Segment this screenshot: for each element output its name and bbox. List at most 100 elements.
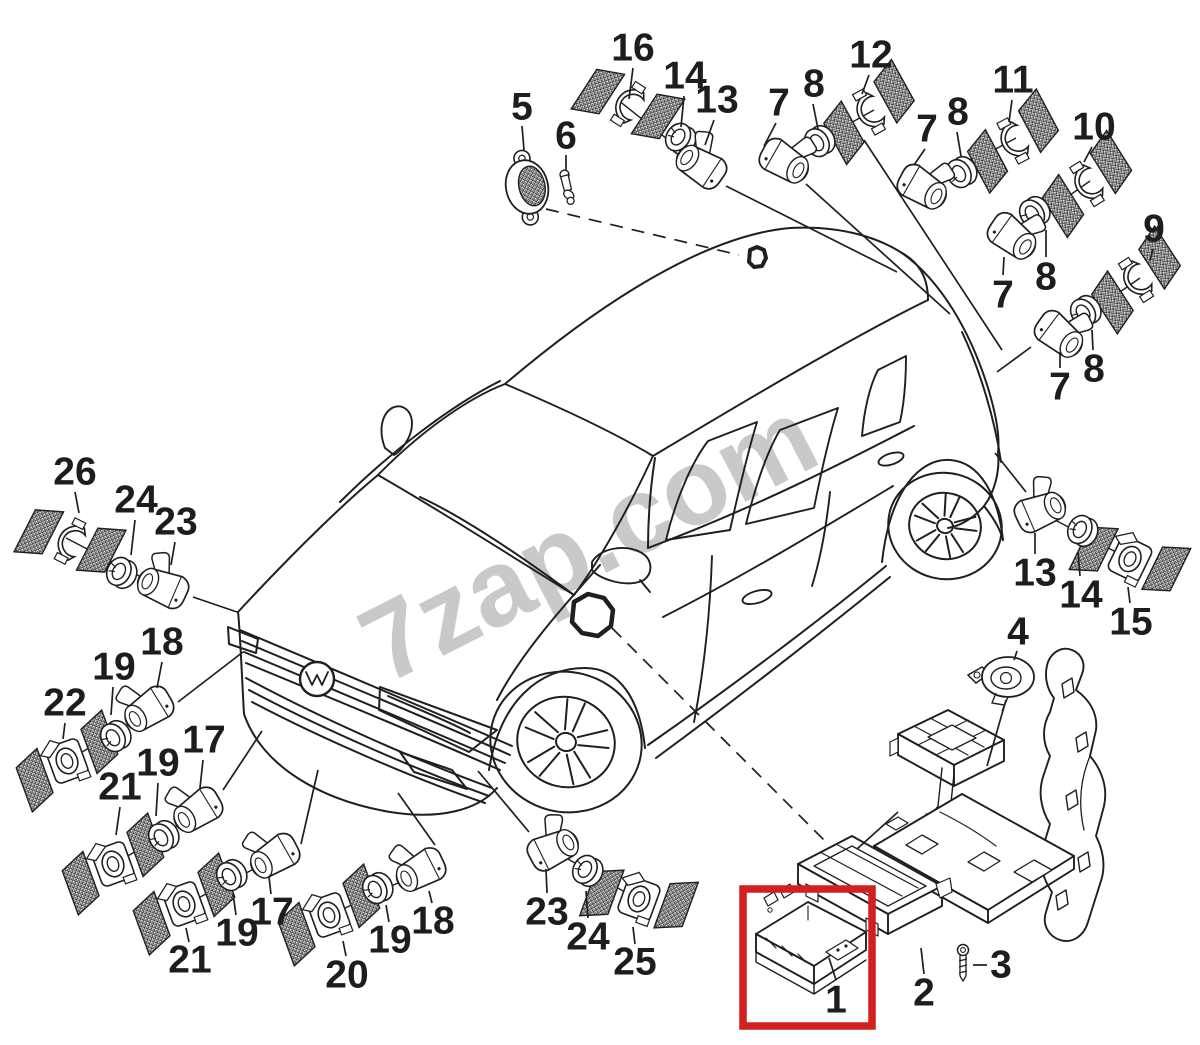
part-number-text: 8	[1035, 256, 1057, 299]
part-14-seal	[664, 122, 697, 156]
label-leader-line	[585, 890, 589, 919]
part-8-seal	[945, 155, 978, 189]
reference-line	[725, 185, 898, 273]
part-label-18[interactable]: 18	[411, 900, 454, 943]
part-label-19[interactable]: 19	[215, 912, 258, 955]
part-label-23[interactable]: 23	[154, 501, 197, 544]
part-number-text: 7	[992, 274, 1014, 317]
part-19-seal	[147, 819, 180, 853]
car-wheels	[489, 471, 1003, 814]
part-number-text: 18	[411, 900, 454, 943]
parts-layer	[12, 58, 1192, 983]
part-number-text: 12	[849, 34, 892, 77]
part-number-text: 20	[325, 954, 368, 997]
part-label-22[interactable]: 22	[43, 682, 86, 725]
label-leader-line	[62, 722, 66, 740]
part-label-17[interactable]: 17	[250, 891, 293, 934]
part-number-text: 6	[555, 115, 577, 158]
part-label-26[interactable]: 26	[53, 451, 96, 494]
part-label-5[interactable]: 5	[511, 86, 533, 129]
reference-line	[996, 346, 1032, 373]
roof-marker	[747, 245, 768, 269]
side-mirror	[591, 547, 652, 585]
label-leader-line	[1083, 146, 1093, 163]
part-label-24[interactable]: 24	[566, 916, 610, 959]
part-label-8[interactable]: 8	[803, 63, 825, 106]
reference-line	[545, 208, 740, 256]
part-13-sensor	[1013, 475, 1067, 534]
part-label-13[interactable]: 13	[1013, 552, 1056, 595]
part-label-4[interactable]: 4	[1007, 611, 1029, 654]
part-number-text: 4	[1007, 611, 1029, 654]
part-label-18[interactable]: 18	[140, 621, 183, 664]
part-number-text: 14	[1059, 574, 1103, 617]
part-11-retainer	[966, 87, 1060, 195]
label-leader-line	[342, 940, 347, 957]
label-leader-line	[545, 868, 548, 894]
car-illustration	[227, 226, 1004, 816]
part-label-21[interactable]: 21	[168, 939, 211, 982]
part-label-3[interactable]: 3	[990, 944, 1012, 987]
part-label-11[interactable]: 11	[992, 59, 1033, 102]
part-label-17[interactable]: 17	[182, 719, 225, 762]
vw-badge	[298, 660, 336, 698]
reference-line	[611, 627, 829, 845]
part-label-23[interactable]: 23	[525, 891, 568, 934]
part-number-text: 15	[1109, 601, 1152, 644]
part-label-2[interactable]: 2	[913, 972, 935, 1015]
part-number-text: 19	[368, 919, 411, 962]
part-number-text: 3	[990, 944, 1012, 987]
part-label-12[interactable]: 12	[849, 34, 892, 77]
part-label-8[interactable]: 8	[1035, 256, 1057, 299]
label-leader-line	[521, 125, 525, 151]
part-label-8[interactable]: 8	[947, 91, 969, 134]
part-label-13[interactable]: 13	[695, 79, 738, 122]
part-17-sensor	[164, 786, 224, 834]
part-label-20[interactable]: 20	[325, 954, 368, 997]
part-label-14[interactable]: 14	[663, 55, 707, 98]
part-label-16[interactable]: 16	[611, 27, 654, 70]
part-9-retainer	[1090, 224, 1182, 336]
part-label-14[interactable]: 14	[1059, 574, 1103, 617]
reference-line	[994, 452, 1027, 493]
module-assembly-drawing	[755, 647, 1107, 995]
part-label-6[interactable]: 6	[555, 115, 577, 158]
part-label-7[interactable]: 7	[768, 82, 790, 125]
part-19-seal	[99, 719, 132, 753]
part-13-sensor	[675, 130, 728, 190]
part-label-19[interactable]: 19	[92, 646, 135, 689]
part-number-text: 16	[611, 27, 654, 70]
label-leader-line	[1002, 256, 1005, 276]
part-number-text: 7	[916, 108, 938, 151]
part-18-sensor	[115, 685, 175, 733]
part-number-text: 11	[992, 59, 1033, 102]
fuse-box-bracket	[889, 709, 1005, 815]
label-leader-line	[199, 759, 204, 789]
part-label-7[interactable]: 7	[1049, 366, 1071, 409]
part-22-holder	[15, 708, 119, 814]
part-21-holder	[132, 851, 236, 957]
label-leader-line	[268, 876, 272, 895]
part-number-text: 25	[613, 941, 656, 984]
part-label-8[interactable]: 8	[1083, 348, 1105, 391]
part-label-25[interactable]: 25	[613, 941, 656, 984]
part-24-seal	[105, 556, 138, 590]
highlight-box[interactable]	[739, 885, 876, 1030]
part-label-19[interactable]: 19	[136, 742, 179, 785]
label-leader-line	[74, 491, 80, 514]
part-label-19[interactable]: 19	[368, 919, 411, 962]
part-label-15[interactable]: 15	[1109, 601, 1152, 644]
part-label-24[interactable]: 24	[114, 479, 158, 522]
part-label-9[interactable]: 9	[1143, 208, 1165, 251]
label-leader-line	[920, 947, 925, 975]
part-label-7[interactable]: 7	[916, 108, 938, 151]
part-label-10[interactable]: 10	[1072, 106, 1115, 149]
part-label-21[interactable]: 21	[98, 766, 141, 809]
part-label-1[interactable]: 1	[825, 979, 847, 1022]
part-label-7[interactable]: 7	[992, 274, 1014, 317]
reference-line	[863, 139, 1003, 351]
reference-line	[856, 811, 899, 850]
part-18-sensor	[388, 844, 447, 893]
